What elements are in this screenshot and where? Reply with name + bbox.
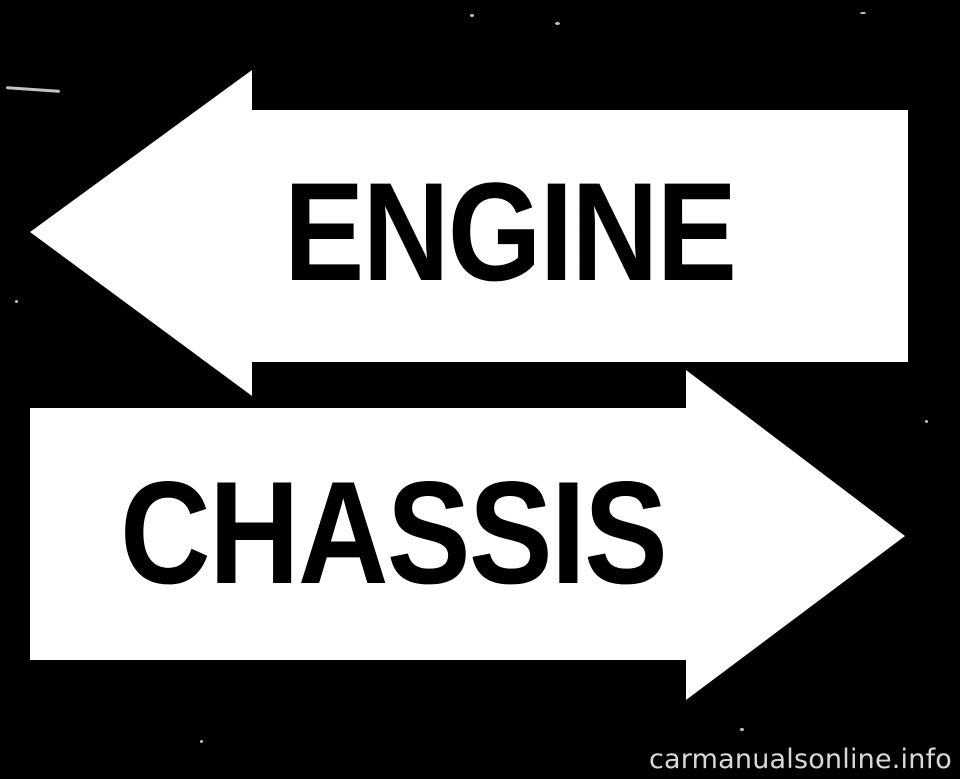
dust-speck bbox=[470, 14, 474, 17]
dust-speck bbox=[740, 728, 744, 731]
dust-speck bbox=[925, 420, 928, 423]
dust-speck bbox=[860, 12, 866, 14]
dust-speck bbox=[200, 740, 203, 743]
dust-speck bbox=[555, 22, 560, 25]
engine-left-arrow bbox=[30, 70, 908, 396]
dust-speck bbox=[15, 300, 18, 303]
engine-label: ENGINE bbox=[284, 153, 737, 310]
watermark-text: carmanualsonline.info bbox=[649, 744, 952, 775]
chassis-right-arrow bbox=[30, 370, 905, 700]
chassis-label: CHASSIS bbox=[120, 451, 668, 614]
